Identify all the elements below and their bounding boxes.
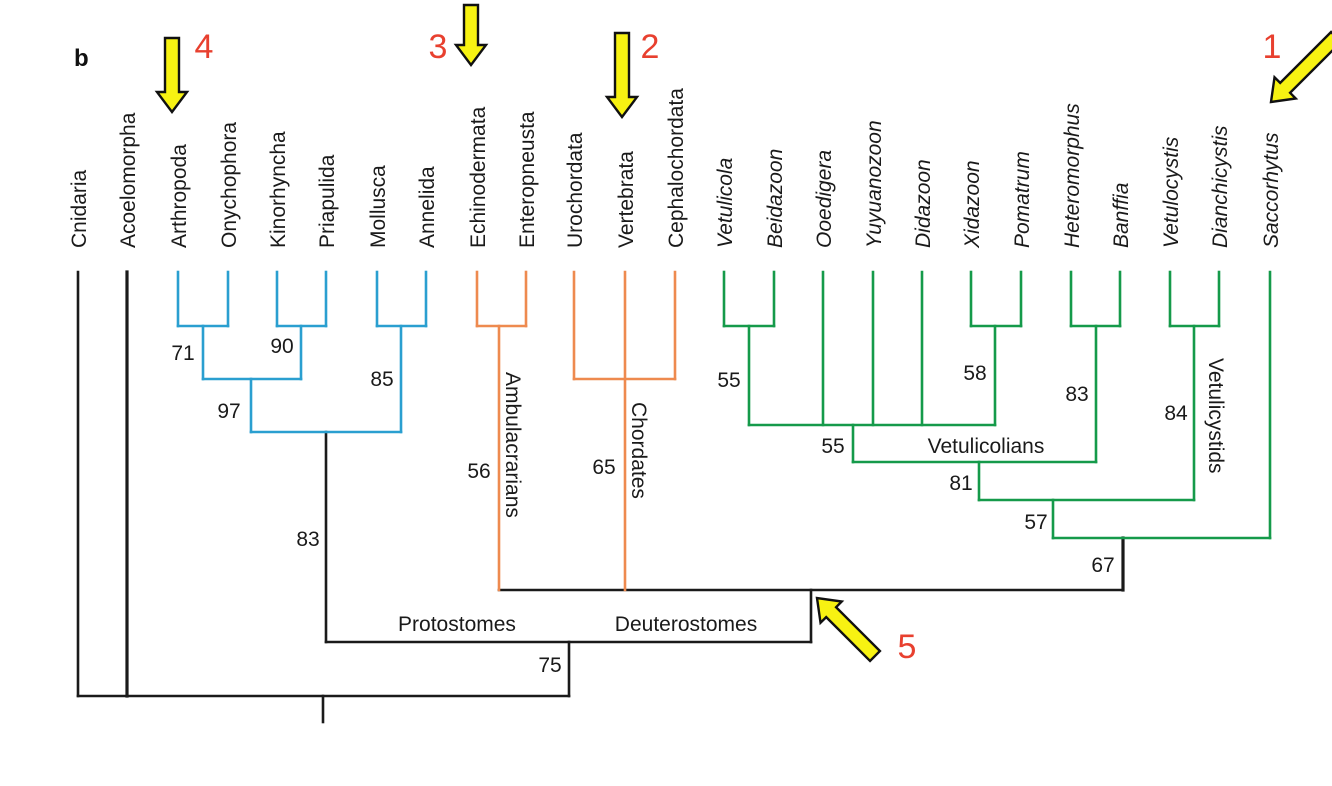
taxon-labels: Cnidaria Acoelomorpha Arthropoda Onychophor… [68, 88, 1283, 249]
support-value-all-cambrian: 57 [1024, 511, 1047, 534]
taxon-label-xidazoon: Xidazoon [961, 160, 984, 249]
arrow-markers: 1 2 3 4 5 [154, 3, 1332, 666]
support-value-vetulicola-group: 55 [717, 369, 740, 392]
support-value-arthropoda-onychophora: 71 [171, 342, 194, 365]
support-value-xidazoon-pomatrum: 58 [963, 362, 986, 385]
taxon-label-vetulicola: Vetulicola [714, 158, 737, 248]
taxon-label-priapulida: Priapulida [316, 154, 339, 248]
arrow-number-2: 2 [641, 28, 660, 66]
support-value-ambulacrarians: 56 [467, 460, 490, 483]
arrow-2-vertebrata-icon [604, 31, 640, 119]
tree-branches [76, 270, 1272, 724]
support-value-vetulicolians-vetulicystids: 81 [949, 472, 972, 495]
arrow-5-deuterostome-node-icon [815, 596, 882, 663]
taxon-label-echinodermata: Echinodermata [467, 106, 490, 248]
taxon-label-pomatrum: Pomatrum [1011, 151, 1034, 248]
support-value-protostomes: 83 [296, 528, 319, 551]
taxon-label-vetulocystis: Vetulocystis [1160, 136, 1183, 248]
support-value-chordates: 65 [592, 456, 615, 479]
taxon-label-cephalochordata: Cephalochordata [665, 88, 688, 248]
clade-label-protostomes: Protostomes [398, 613, 516, 636]
support-value-saccorhytus-clade: 67 [1091, 554, 1114, 577]
taxon-label-heteromorphus: Heteromorphus [1061, 103, 1084, 248]
support-value-mollusca-annelida: 85 [370, 368, 393, 391]
taxon-label-annelida: Annelida [416, 166, 439, 248]
taxon-label-arthropoda: Arthropoda [168, 144, 191, 248]
clade-label-vetulicystids: Vetulicystids [1204, 358, 1227, 474]
clade-label-chordates: Chordates [627, 402, 650, 499]
taxon-label-vertebrata: Vertebrata [615, 151, 638, 248]
taxon-label-ooedigera: Ooedigera [813, 150, 836, 248]
clade-label-vetulicolians: Vetulicolians [928, 435, 1045, 458]
taxon-label-onychophora: Onychophora [218, 122, 241, 248]
taxon-label-saccorhytus: Saccorhytus [1260, 132, 1283, 248]
taxon-label-beidazoon: Beidazoon [764, 149, 787, 248]
arrow-1-saccorhytus-icon [1269, 30, 1332, 104]
taxon-label-acoelomorpha: Acoelomorpha [117, 112, 140, 248]
taxon-label-banffia: Banffia [1110, 183, 1133, 248]
taxon-label-enteropneusta: Enteropneusta [516, 111, 539, 248]
taxon-label-didazoon: Didazoon [912, 159, 935, 248]
support-value-heteromorphus-banffia: 83 [1065, 383, 1088, 406]
arrow-number-3: 3 [429, 28, 448, 66]
taxon-label-urochordata: Urochordata [564, 132, 587, 248]
support-and-clade-labels: 71 90 85 97 83 56 65 55 58 83 55 84 81 57 67 75 Protosto… [171, 335, 1227, 677]
taxon-label-yuyuanozoon: Yuyuanozoon [863, 120, 886, 248]
support-value-kinorhyncha-priapulida: 90 [270, 335, 293, 358]
clade-label-ambulacrarians: Ambulacrarians [501, 372, 524, 518]
arrow-number-1: 1 [1263, 28, 1282, 66]
taxon-label-mollusca: Mollusca [367, 165, 390, 248]
panel-label: b [74, 45, 89, 72]
support-value-bilateria: 75 [538, 654, 561, 677]
arrow-3-echinodermata-icon [453, 3, 489, 67]
support-value-vetulicystids: 84 [1164, 402, 1188, 425]
support-value-vetulicolians: 55 [821, 435, 844, 458]
arrow-4-arthropoda-icon [154, 36, 190, 114]
arrow-number-5: 5 [898, 628, 917, 666]
clade-label-deuterostomes: Deuterostomes [615, 613, 757, 636]
taxon-label-dianchicystis: Dianchicystis [1209, 125, 1232, 248]
arrow-number-4: 4 [195, 28, 214, 66]
taxon-label-kinorhyncha: Kinorhyncha [267, 131, 290, 248]
taxon-label-cnidaria: Cnidaria [68, 169, 91, 248]
support-value-ecdysozoa: 97 [217, 400, 240, 423]
